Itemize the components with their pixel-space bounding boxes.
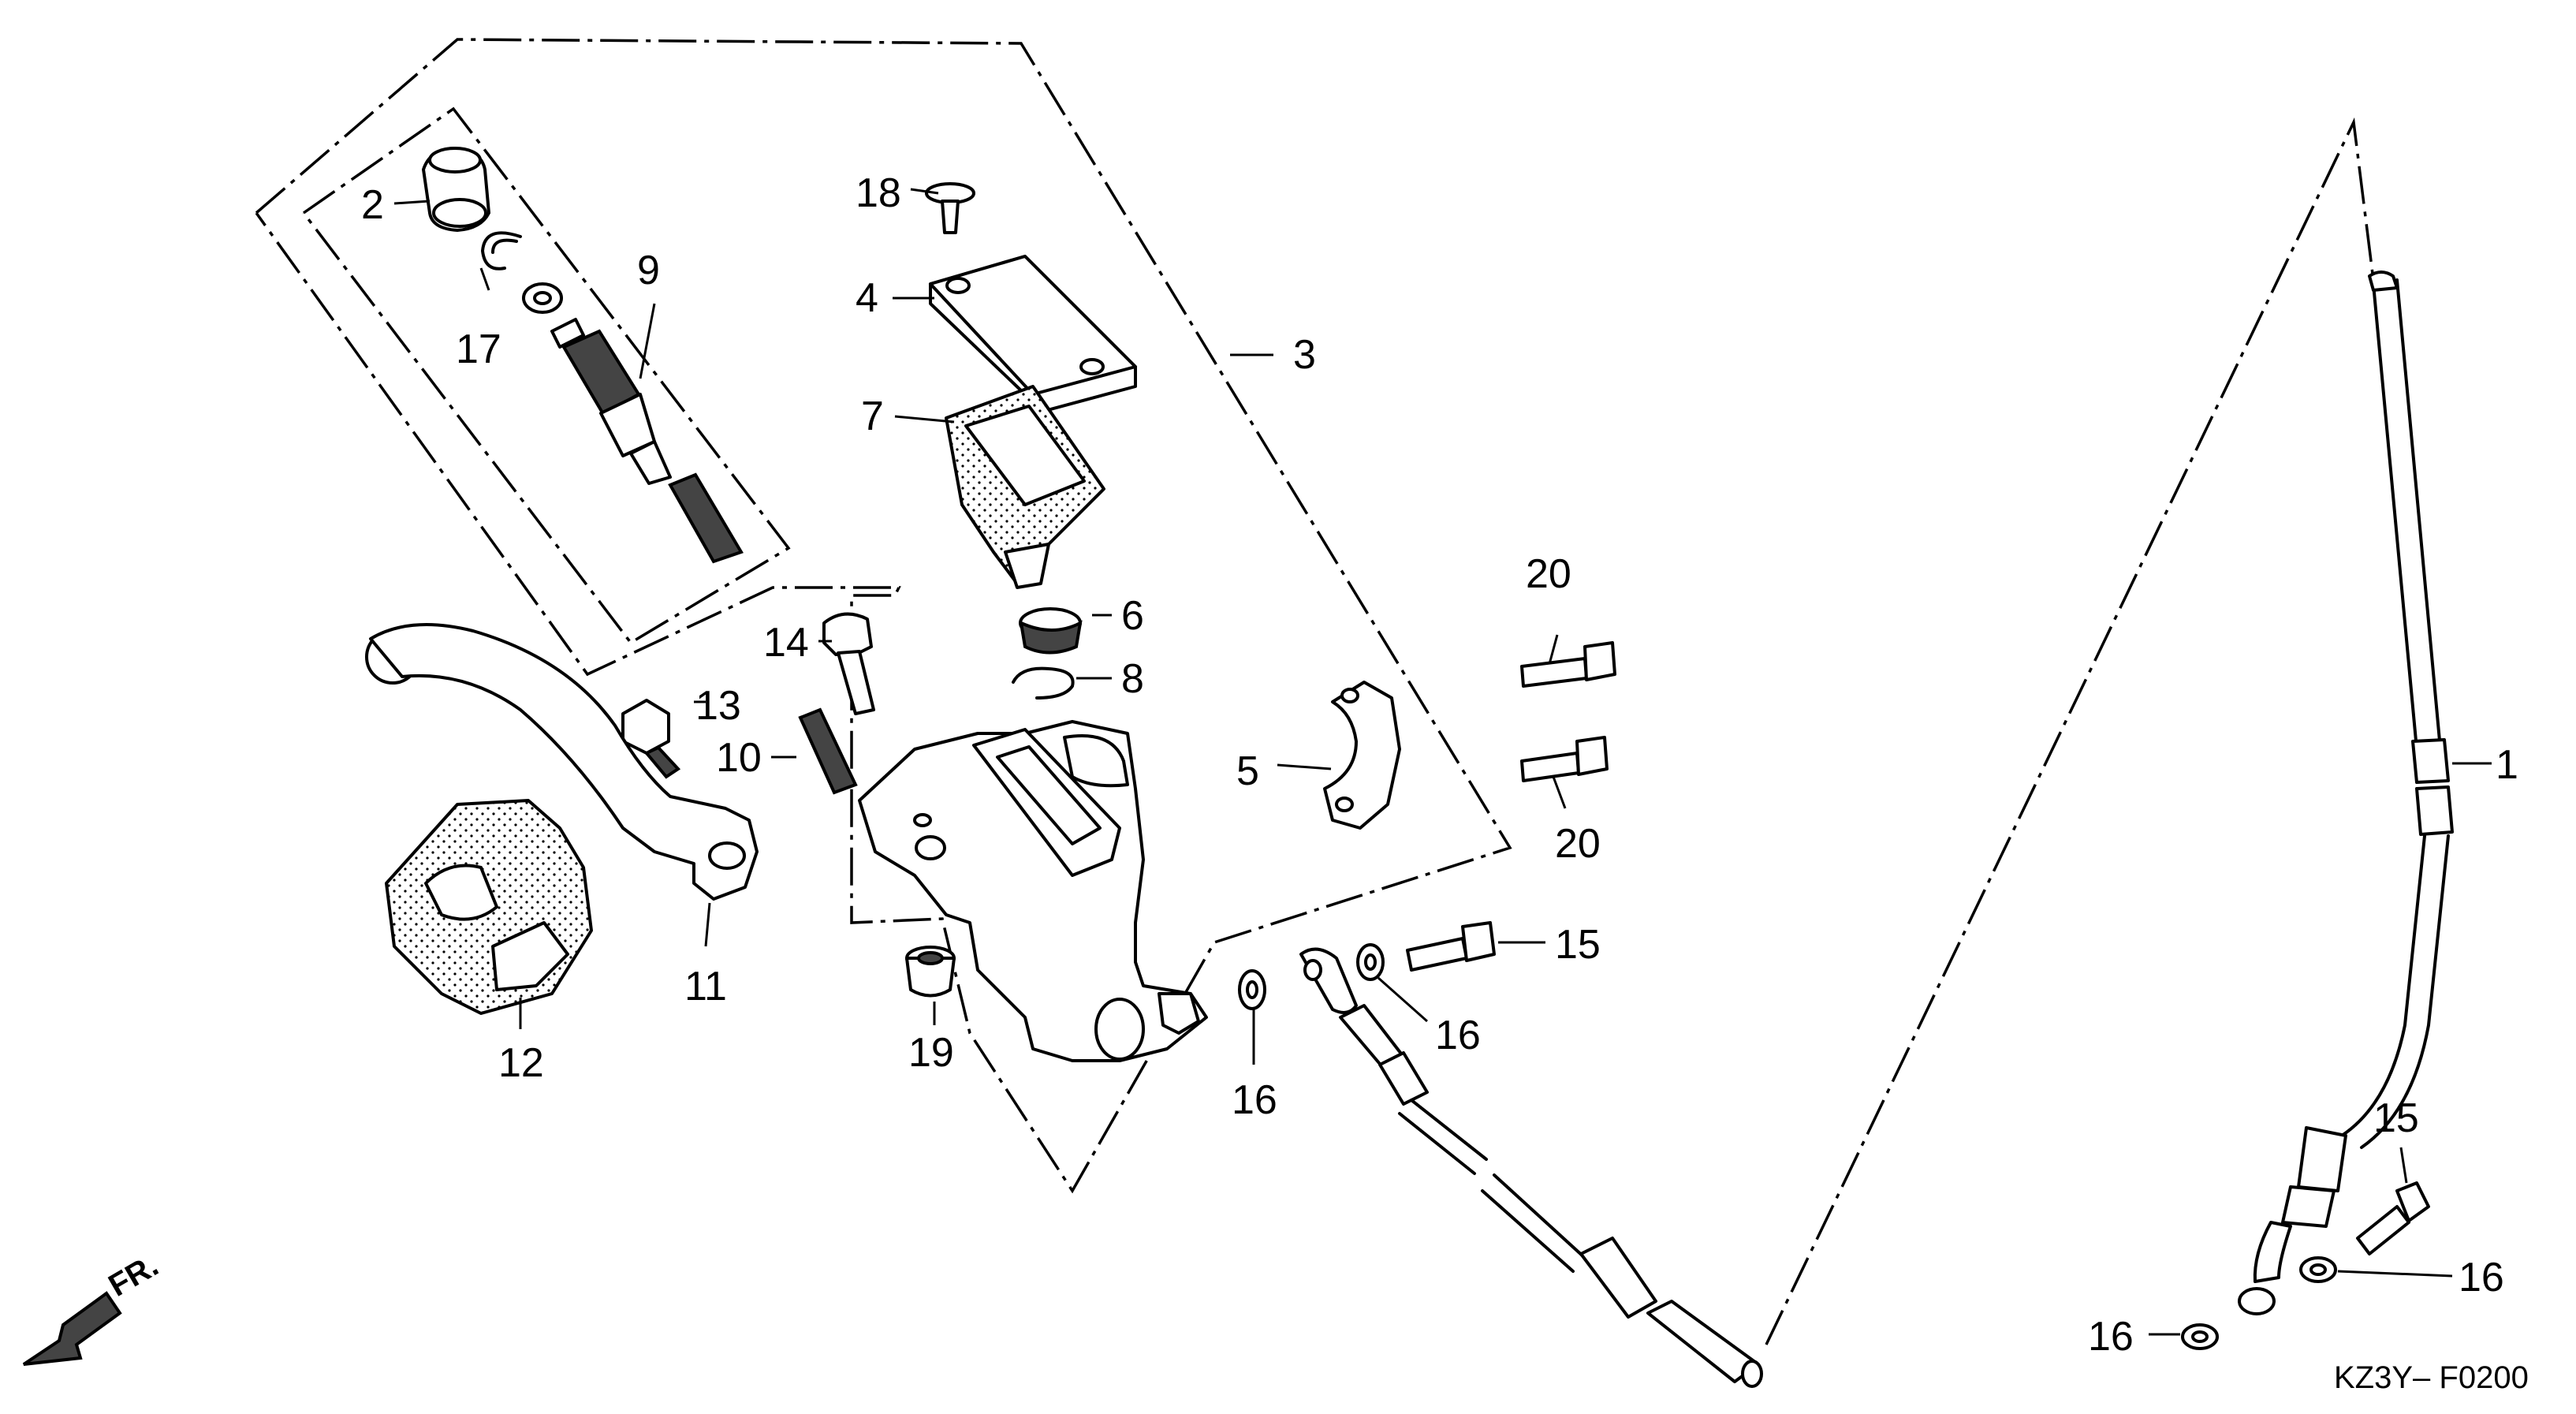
diagram-code: KZ3Y– F0200 bbox=[2334, 1360, 2529, 1395]
banjo-bolt-upper bbox=[1406, 921, 1496, 972]
callout-20-lower: 20 bbox=[1555, 821, 1601, 867]
lever-cover bbox=[385, 799, 593, 1015]
circlip-17 bbox=[480, 231, 522, 270]
callout-12: 12 bbox=[498, 1040, 544, 1086]
callout-1: 1 bbox=[2496, 742, 2518, 788]
boot-6 bbox=[1019, 607, 1083, 655]
callout-7: 7 bbox=[861, 394, 884, 439]
brake-lever bbox=[365, 623, 759, 901]
sealing-washer-bottom bbox=[2181, 1323, 2219, 1350]
callout-4: 4 bbox=[856, 275, 878, 321]
assembly-boundary-9 bbox=[302, 106, 791, 645]
callout-13: 13 bbox=[695, 683, 741, 729]
callout-8: 8 bbox=[1121, 656, 1144, 702]
callout-10: 10 bbox=[716, 735, 762, 781]
screw-18 bbox=[925, 182, 975, 234]
assembly-boundary-3 bbox=[255, 38, 1512, 1194]
circlip-8 bbox=[1012, 666, 1075, 700]
diaphragm bbox=[945, 385, 1105, 589]
callout-3: 3 bbox=[1293, 332, 1316, 378]
callout-14: 14 bbox=[763, 620, 809, 666]
pivot-bolt bbox=[822, 612, 875, 715]
leader-lines bbox=[393, 188, 2492, 1336]
lever-spring bbox=[798, 707, 858, 795]
cap-19 bbox=[905, 946, 956, 998]
piston-boot bbox=[422, 147, 490, 232]
callout-18: 18 bbox=[856, 170, 901, 216]
sealing-washer-left bbox=[1238, 969, 1266, 1010]
pivot-nut bbox=[621, 699, 681, 779]
piston-assembly bbox=[550, 318, 672, 485]
callout-16-right: 16 bbox=[2459, 1255, 2504, 1300]
callout-6: 6 bbox=[1121, 593, 1144, 639]
master-cylinder-holder bbox=[1323, 681, 1401, 830]
callout-2: 2 bbox=[361, 182, 384, 228]
callout-5: 5 bbox=[1236, 748, 1259, 794]
callout-labels: 1 2 3 4 5 6 7 8 9 10 11 12 13 14 15 15 1… bbox=[361, 170, 2518, 1360]
callout-16-left: 16 bbox=[1232, 1077, 1277, 1123]
callout-16-bottom: 16 bbox=[2088, 1314, 2134, 1360]
callout-9: 9 bbox=[637, 248, 660, 293]
front-direction-label: FR. bbox=[103, 1248, 165, 1303]
front-direction-arrow: FR. bbox=[22, 1248, 165, 1366]
sealing-washer-right bbox=[2299, 1256, 2337, 1283]
piston-spring bbox=[668, 472, 744, 564]
brake-hose-upper bbox=[1299, 947, 1763, 1388]
holder-bolt-upper bbox=[1520, 641, 1616, 688]
piston-washer bbox=[522, 282, 563, 314]
callout-20-upper: 20 bbox=[1526, 551, 1571, 597]
assembly-boundary-hose bbox=[1765, 117, 2375, 1345]
callout-17: 17 bbox=[456, 326, 501, 372]
callout-19: 19 bbox=[908, 1030, 954, 1076]
callout-11: 11 bbox=[684, 964, 727, 1009]
holder-bolt-lower bbox=[1520, 736, 1609, 782]
callout-15-lower: 15 bbox=[2373, 1095, 2419, 1141]
master-cylinder-body bbox=[858, 720, 1208, 1062]
callout-15-upper: 15 bbox=[1555, 922, 1601, 968]
brake-hose-lower bbox=[2238, 270, 2454, 1315]
reservoir-cap bbox=[929, 255, 1137, 416]
callout-16-mid: 16 bbox=[1435, 1013, 1481, 1058]
sealing-washer-mid bbox=[1356, 943, 1385, 981]
banjo-bolt-lower bbox=[2356, 1181, 2430, 1255]
